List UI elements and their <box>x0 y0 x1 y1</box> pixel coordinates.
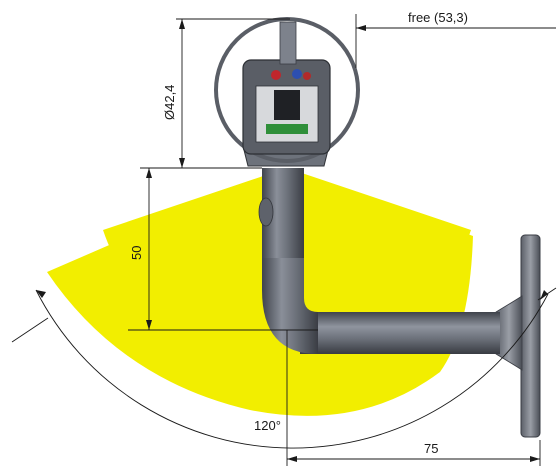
angle-arrow-left <box>36 290 46 298</box>
sensor-top-stem <box>279 21 297 65</box>
angle-arrow-right <box>540 290 548 300</box>
pipe-elbow <box>262 250 318 354</box>
diameter-arrow-top <box>179 19 185 29</box>
flange-collar <box>495 295 523 371</box>
red-led-right <box>303 72 311 80</box>
angle-label: 120° <box>254 418 281 433</box>
horizontal-pipe <box>300 312 500 354</box>
sensor-circuit <box>266 124 308 134</box>
free-clearance-label: free (53,3) <box>408 10 468 25</box>
blue-led <box>292 69 302 79</box>
angle-left-tick <box>11 317 49 343</box>
free-arrow <box>356 25 366 31</box>
height-label: 50 <box>129 246 144 260</box>
angle-arc <box>35 289 549 449</box>
diameter-arrow-bottom <box>179 158 185 168</box>
wall-plate <box>520 234 541 438</box>
sensor-core <box>274 90 300 120</box>
height-arrow-bottom <box>146 320 152 330</box>
height-arrow-top <box>146 168 152 178</box>
side-bolt <box>258 197 274 227</box>
red-led <box>271 70 281 80</box>
diameter-label: Ø42,4 <box>162 85 177 120</box>
reach-arrow-right <box>530 456 540 462</box>
reach-arrow-left <box>287 456 297 462</box>
reach-label: 75 <box>424 441 438 456</box>
